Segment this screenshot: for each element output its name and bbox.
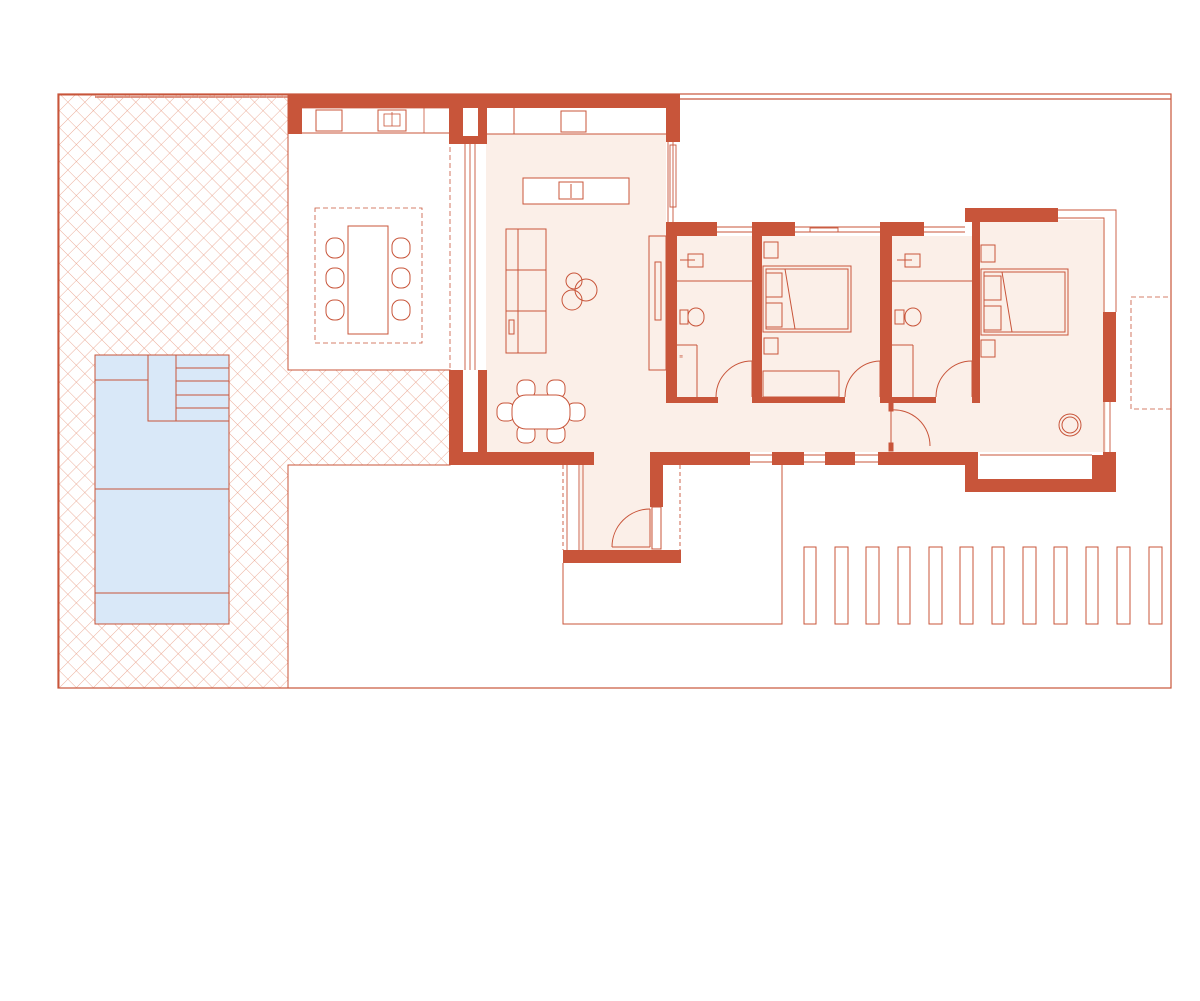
living-room [505, 228, 667, 371]
towel-rail-marks: ≡ [679, 354, 683, 360]
indoor-dining [496, 379, 586, 444]
doors [611, 360, 973, 550]
coffee-tables [561, 272, 598, 311]
bathroom-2 [892, 253, 972, 397]
bathroom-1: ≡ [677, 253, 752, 397]
outdoor-dining-area [287, 107, 451, 371]
bedroom-2 [980, 244, 1082, 437]
windows-glazing [464, 142, 1117, 550]
kitchen [487, 108, 666, 205]
exterior-dashed-element [1130, 296, 1172, 410]
parking-slats [803, 546, 1163, 625]
swimming-pool [94, 354, 230, 625]
walls [288, 94, 1116, 563]
bedroom-1 [762, 241, 852, 398]
outdoor-chairs [325, 237, 411, 321]
driveway [562, 465, 783, 625]
